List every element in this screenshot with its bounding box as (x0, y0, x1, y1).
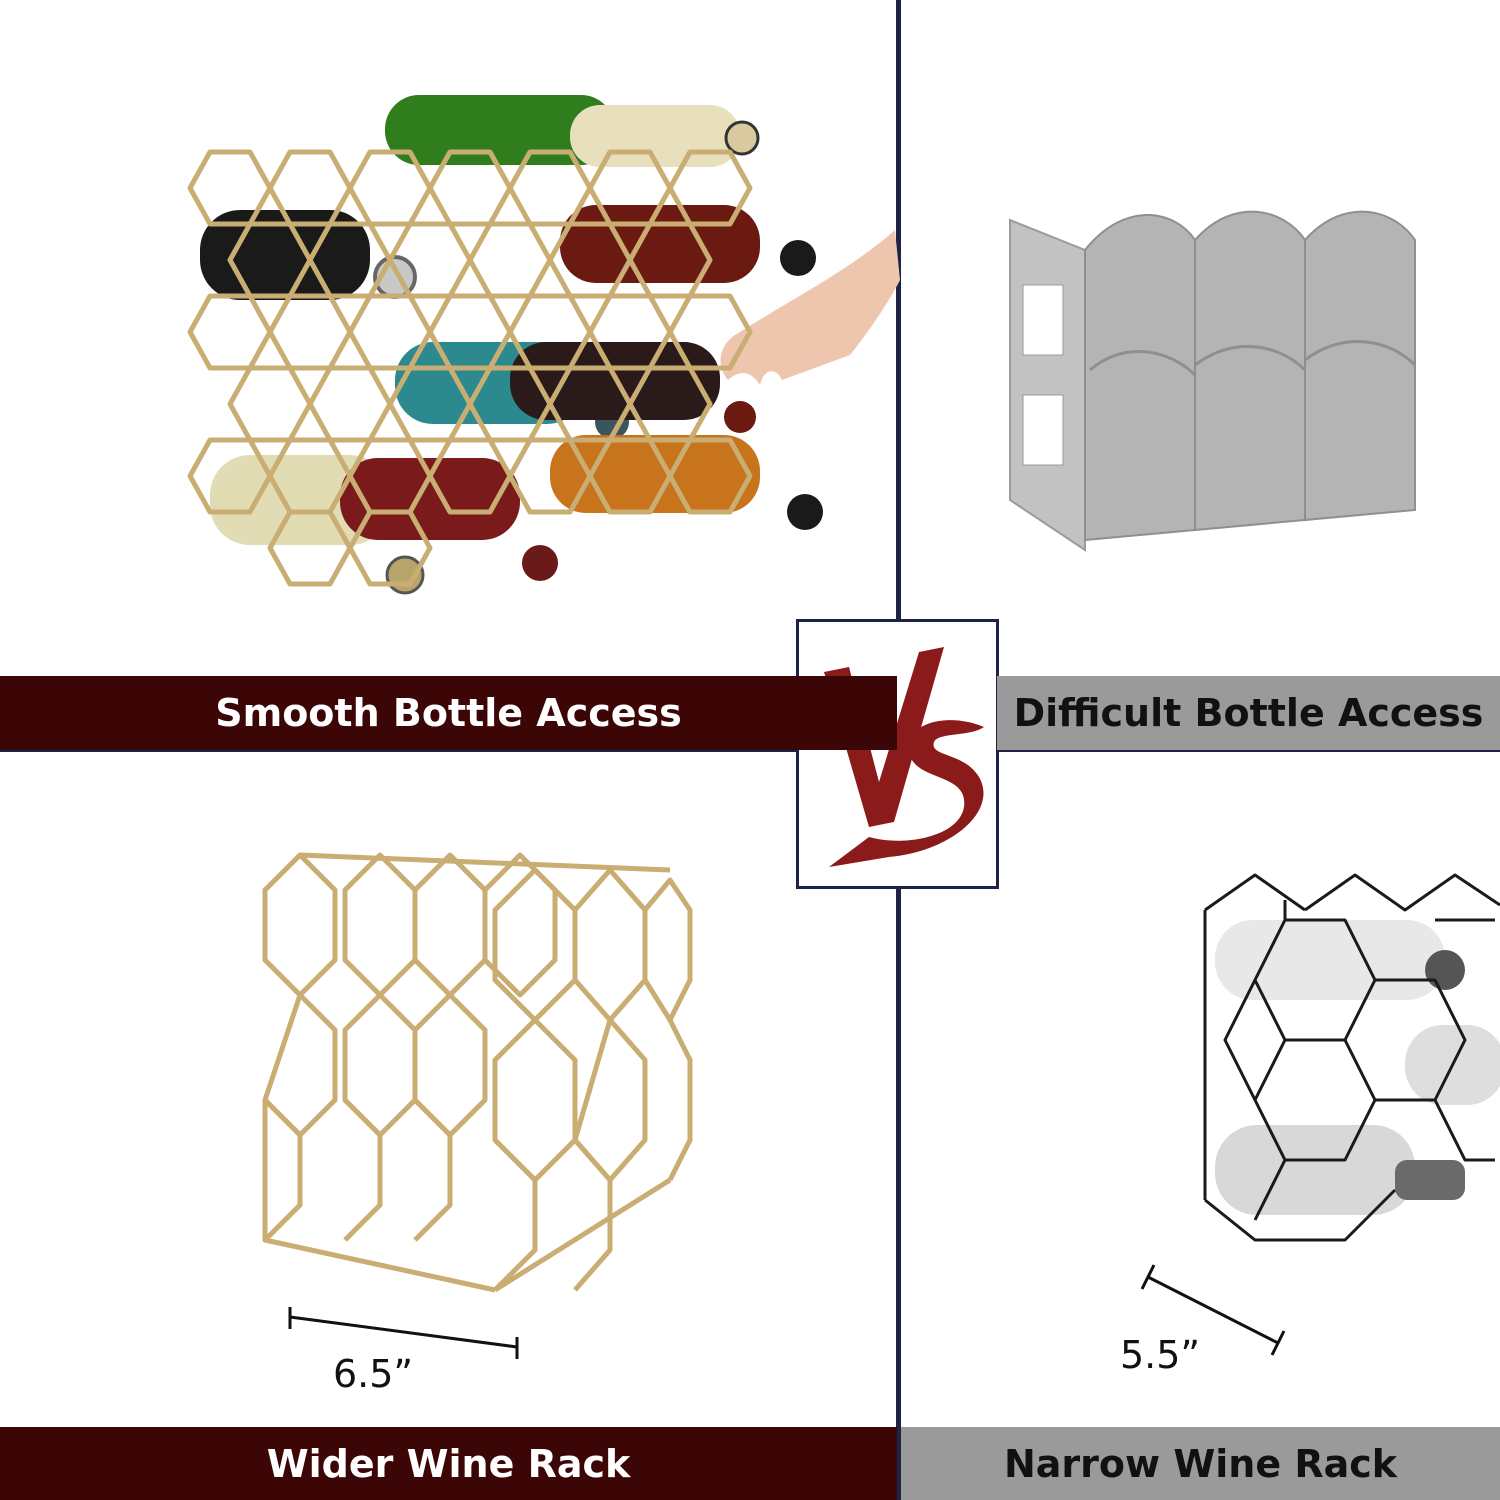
banner-label: Difficult Bottle Access (1013, 691, 1484, 735)
smooth-bottle-access-banner: Smooth Bottle Access (0, 676, 897, 750)
narrow-wine-rack-banner: Narrow Wine Rack (901, 1427, 1500, 1500)
vs-badge: VS (796, 619, 999, 889)
banner-label: Narrow Wine Rack (1003, 1441, 1398, 1486)
hand-illustration (720, 230, 900, 385)
plastic-rack-image (1009, 210, 1417, 552)
banner-label: Wider Wine Rack (266, 1441, 631, 1486)
width-dimension-line (288, 1307, 519, 1359)
wide-gold-rack-image (262, 852, 693, 1293)
width-dimension-line (1140, 1264, 1286, 1356)
banner-label: Smooth Bottle Access (215, 691, 682, 735)
gold-rack-with-bottles-image (187, 95, 900, 595)
wide-rack-dimension: 6.5” (333, 1352, 414, 1396)
wider-wine-rack-banner: Wider Wine Rack (0, 1427, 897, 1500)
narrow-rack-dimension: 5.5” (1120, 1333, 1201, 1377)
horizontal-divider (0, 748, 1500, 752)
vs-brush-lettering (824, 647, 984, 867)
difficult-bottle-access-banner: Difficult Bottle Access (997, 676, 1500, 750)
narrow-black-rack-image (1203, 873, 1500, 1242)
